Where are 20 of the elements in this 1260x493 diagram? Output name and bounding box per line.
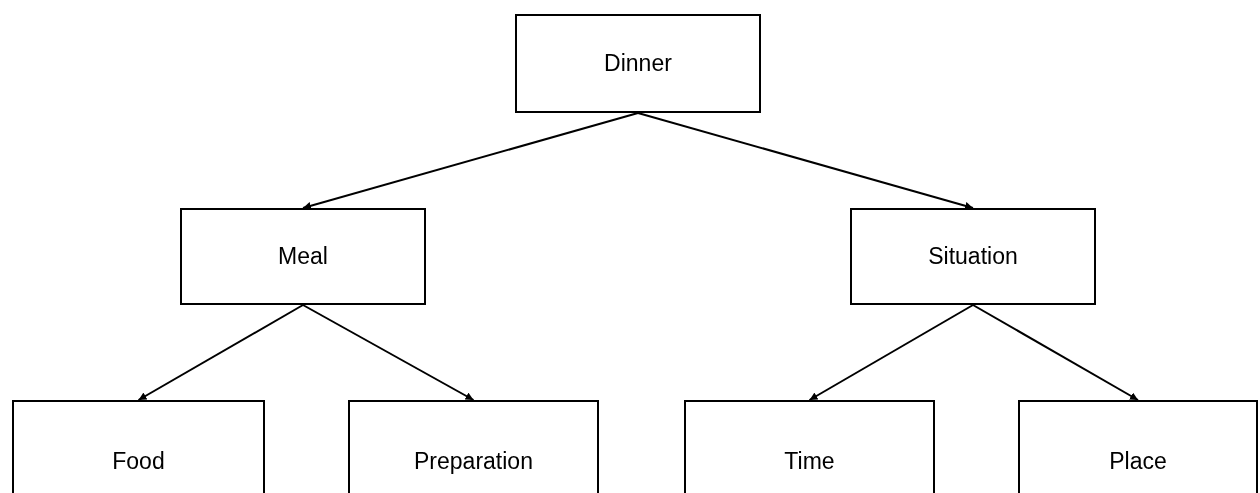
arrow [137,304,304,401]
box [180,208,426,305]
box-label: Food [112,448,165,475]
box-label: Dinner [604,50,672,77]
arrow [637,112,974,210]
box [515,14,761,113]
box-label: Place [1109,448,1167,475]
box-label: Preparation [414,448,533,475]
arrow [808,304,974,401]
box [12,400,265,493]
arrow [302,112,639,210]
box [850,208,1096,305]
arrow [302,304,475,401]
box-label: Meal [278,243,328,270]
box-label: Situation [928,243,1018,270]
arrow [972,304,1139,401]
box [348,400,599,493]
box [1018,400,1258,493]
box-label: Time [784,448,835,475]
box [684,400,935,493]
